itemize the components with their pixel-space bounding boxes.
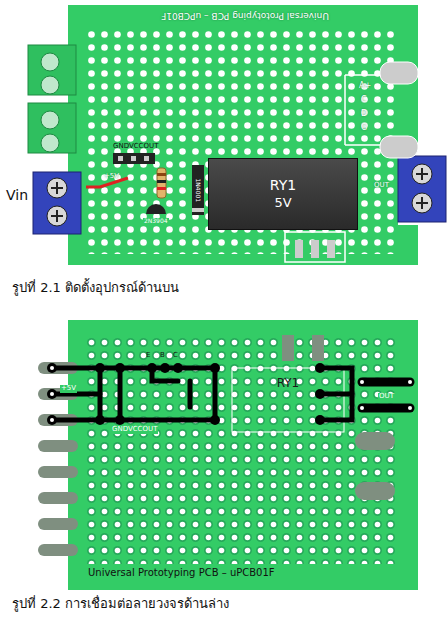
part-name: 1N4001	[195, 178, 202, 202]
part-name: RY1	[270, 177, 296, 195]
part-value: 5V	[274, 195, 291, 211]
part-name: 2N3904	[143, 218, 169, 225]
board-title: Universal Prototyping PCB – uPCB01F	[161, 10, 329, 20]
signal-name: +5V	[60, 385, 77, 393]
figure-caption: รูปที่ 2.1 ติดตั้งอุปกรณ์ด้านบน	[12, 281, 179, 295]
signal-name: +5V	[104, 173, 119, 181]
output-label: OUT	[378, 393, 395, 401]
part-name: RY1	[277, 376, 300, 391]
pin-names: GNDVCCOUT	[113, 143, 158, 151]
output-label: OUT	[374, 182, 389, 190]
figure-caption: รูปที่ 2.2 การเชื่อมต่อลายวงจรด้านล่าง	[12, 597, 229, 611]
pin-name: D	[361, 110, 367, 119]
pin-name: C	[361, 96, 367, 105]
input-label: Vin	[6, 188, 28, 203]
pin-name: A+	[359, 82, 371, 91]
pin-name: B	[160, 352, 165, 360]
relay-body: RY15V	[208, 158, 358, 230]
pin-names: GNDVCCOUT	[111, 426, 158, 434]
relay-footprint: RY1	[236, 372, 340, 395]
pin-name: G	[361, 124, 367, 133]
pin-name: E	[146, 352, 150, 360]
pin-name: C	[173, 352, 178, 360]
board-title: Universal Prototyping PCB – uPCB01F	[88, 567, 275, 578]
